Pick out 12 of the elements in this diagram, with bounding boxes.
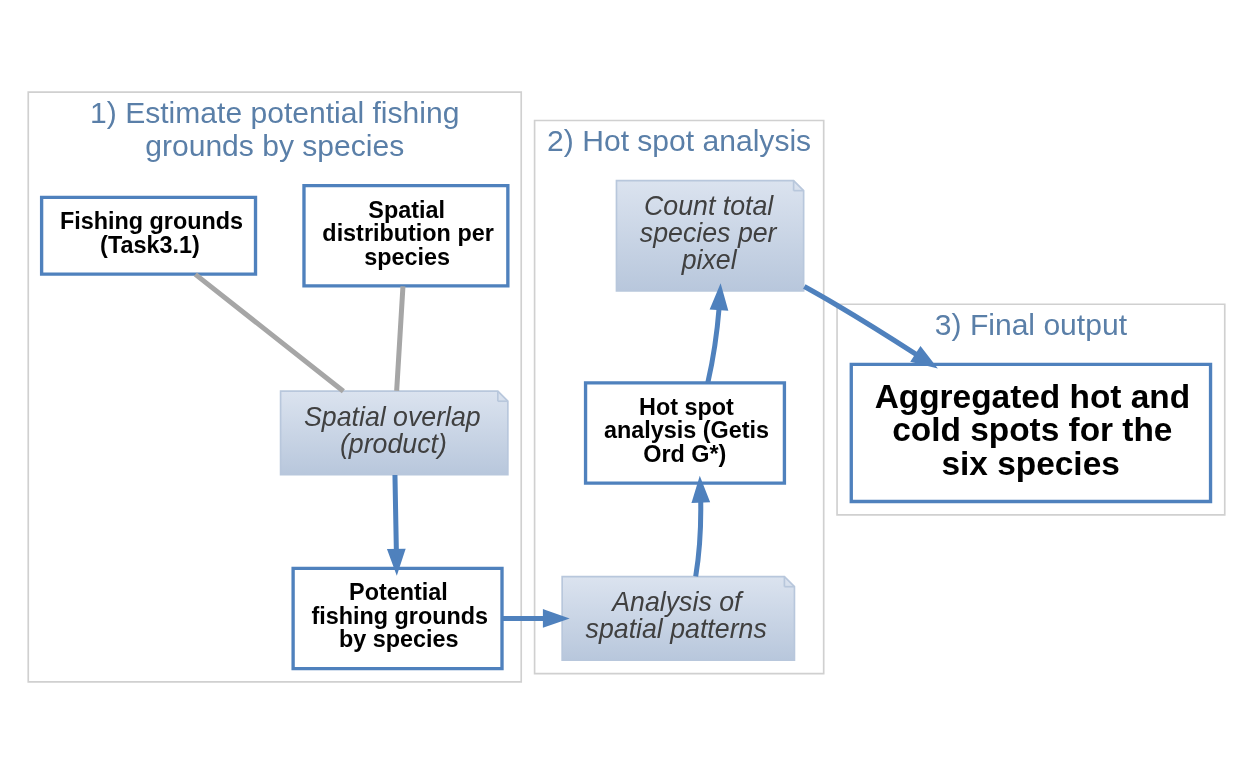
node-box: Fishing grounds (Task3.1)	[39, 195, 258, 276]
connector	[193, 272, 345, 394]
arrow	[705, 283, 729, 384]
node-box: Aggregated hot and cold spots for the six species	[849, 362, 1213, 504]
arrow	[502, 609, 570, 628]
node-box: Potential fishing grounds by species	[291, 566, 504, 671]
arrow	[386, 475, 406, 576]
connector	[394, 286, 406, 392]
node-box: Hot spot analysis (Getis Ord G*)	[583, 381, 787, 485]
node-box: Spatial distribution per species	[302, 183, 510, 288]
arrow	[803, 284, 938, 369]
arrow	[691, 475, 711, 577]
